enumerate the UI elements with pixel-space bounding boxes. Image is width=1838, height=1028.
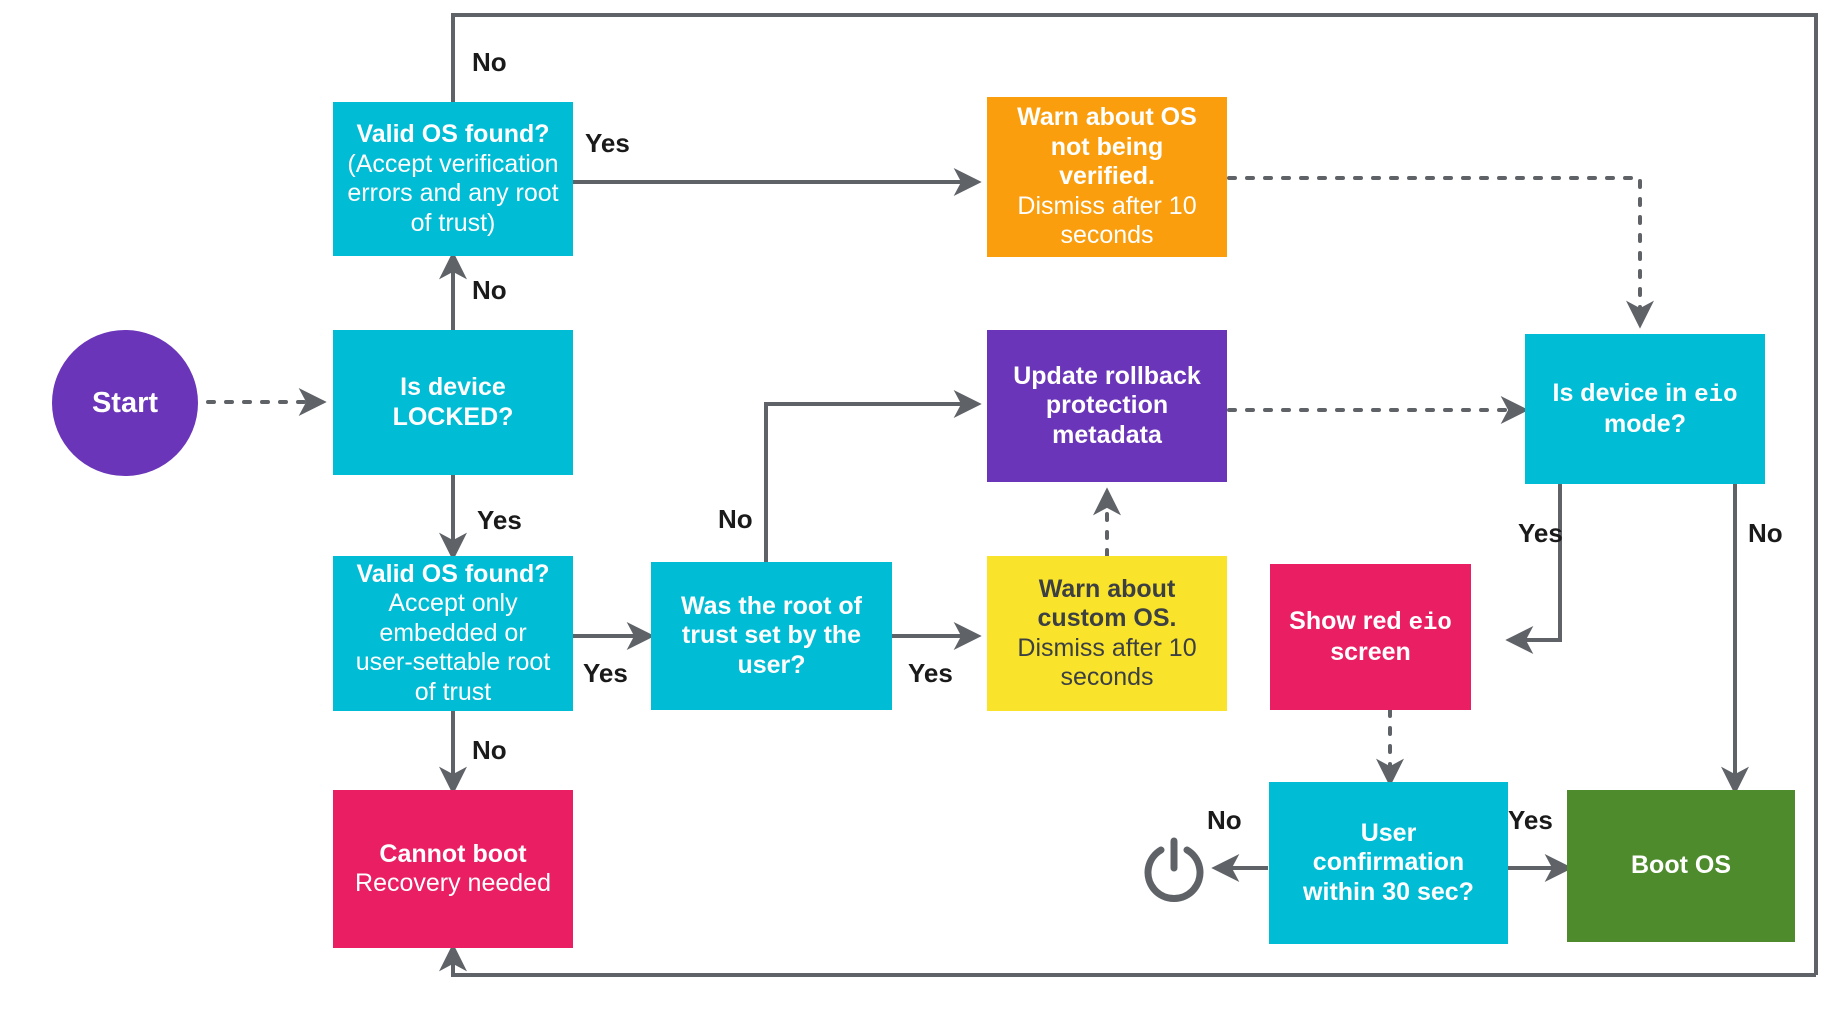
- valid-os-found-locked-line-1: Valid OS found?: [356, 559, 550, 588]
- show-red-eio-line-1: Show red eio: [1289, 607, 1452, 638]
- is-device-locked-node[interactable]: Is device LOCKED?: [333, 330, 573, 475]
- user-confirmation-line-3: within 30 sec?: [1303, 877, 1474, 906]
- valid-os-found-locked-node[interactable]: Valid OS found? Accept only embedded or …: [333, 556, 573, 711]
- edge-label-no-to-cannot-boot: No: [472, 735, 507, 765]
- is-device-eio-line-1: Is device in eio: [1553, 379, 1738, 410]
- edge-label-yes-to-boot-os: Yes: [1508, 805, 1553, 835]
- is-device-locked-line-2: LOCKED?: [392, 402, 514, 431]
- update-rollback-protection-metadata-node[interactable]: Update rollback protection metadata: [987, 330, 1227, 482]
- warn-os-not-verified-line-3: verified.: [1059, 162, 1155, 191]
- user-confirmation-line-2: confirmation: [1312, 848, 1465, 877]
- warn-os-not-verified-node[interactable]: Warn about OS not being verified. Dismis…: [987, 97, 1227, 257]
- edge-warn-os-to-eio: [1227, 176, 1654, 329]
- user-confirmation-node[interactable]: User confirmation within 30 sec?: [1269, 782, 1508, 944]
- show-red-text: Show red: [1289, 606, 1409, 635]
- power-off-glyph: [1144, 837, 1204, 902]
- valid-os-found-locked-line-5: of trust: [414, 677, 492, 706]
- warn-custom-os-line-3: Dismiss after 10: [1017, 633, 1197, 662]
- edge-label-yes-locked-to-valid-os: Yes: [477, 505, 522, 535]
- root-of-trust-set-by-user-node[interactable]: Was the root of trust set by the user?: [651, 562, 892, 710]
- edge-label-no-locked-to-valid-os: No: [472, 275, 507, 305]
- warn-os-not-verified-line-1: Warn about OS: [1017, 103, 1197, 132]
- warn-custom-os-line-4: seconds: [1060, 663, 1154, 691]
- valid-os-found-unlocked-line-2: (Accept verification: [347, 149, 559, 178]
- edge-label-no-to-update-rollback: No: [718, 504, 753, 534]
- edge-label-yes-to-root-of-trust: Yes: [583, 658, 628, 688]
- user-confirmation-line-1: User: [1360, 818, 1417, 847]
- power-off-icon: [1136, 832, 1212, 908]
- edge-eio-yes: [1505, 484, 1562, 654]
- is-device-eio-text: Is device in: [1552, 378, 1695, 407]
- is-device-eio-line-2: mode?: [1604, 409, 1686, 438]
- warn-custom-os-line-2: custom OS.: [1037, 604, 1177, 632]
- eio-keyword: eio: [1408, 609, 1452, 637]
- edge-root-of-trust-no: [764, 390, 982, 562]
- valid-os-found-unlocked-line-1: Valid OS found?: [356, 120, 550, 148]
- valid-os-found-locked-line-3: embedded or: [379, 618, 527, 647]
- update-rollback-line-1: Update rollback: [1013, 361, 1201, 390]
- warn-custom-os-line-1: Warn about: [1038, 574, 1176, 603]
- eio-keyword: eio: [1694, 381, 1738, 409]
- edge-label-no-loop-top: No: [472, 47, 507, 77]
- edge-label-no-to-power-off: No: [1207, 805, 1242, 835]
- boot-os-label: Boot OS: [1631, 851, 1731, 880]
- is-device-in-eio-mode-node[interactable]: Is device in eio mode?: [1525, 334, 1765, 484]
- update-rollback-line-2: protection: [1045, 391, 1169, 420]
- root-of-trust-line-2: trust set by the: [681, 621, 862, 650]
- valid-os-found-unlocked-line-3: errors and any root: [347, 179, 559, 207]
- root-of-trust-line-3: user?: [737, 650, 806, 679]
- start-node[interactable]: Start: [52, 330, 198, 476]
- warn-os-not-verified-line-5: seconds: [1060, 221, 1154, 250]
- cannot-boot-line-2: Recovery needed: [355, 869, 551, 897]
- show-red-eio-line-2: screen: [1330, 637, 1411, 666]
- boot-os-node[interactable]: Boot OS: [1567, 790, 1795, 942]
- edge-label-yes-to-warn-os: Yes: [585, 128, 630, 158]
- cannot-boot-line-1: Cannot boot: [379, 839, 527, 868]
- valid-os-found-locked-line-4: user-settable root: [355, 648, 551, 677]
- valid-os-found-locked-line-2: Accept only: [388, 589, 518, 618]
- edge-label-yes-to-show-red-eio: Yes: [1518, 518, 1563, 548]
- warn-os-not-verified-line-2: not being: [1050, 132, 1164, 161]
- warn-os-not-verified-line-4: Dismiss after 10: [1017, 191, 1197, 220]
- root-of-trust-line-1: Was the root of: [680, 591, 862, 620]
- edge-label-no-eio-to-boot-os: No: [1748, 518, 1783, 548]
- valid-os-found-unlocked-node[interactable]: Valid OS found? (Accept verification err…: [333, 102, 573, 256]
- is-device-locked-line-1: Is device: [400, 373, 506, 401]
- update-rollback-line-3: metadata: [1052, 420, 1162, 449]
- valid-os-found-unlocked-line-4: of trust): [410, 208, 496, 237]
- start-node-label: Start: [91, 386, 159, 419]
- show-red-eio-screen-node[interactable]: Show red eio screen: [1270, 564, 1471, 710]
- cannot-boot-node[interactable]: Cannot boot Recovery needed: [333, 790, 573, 948]
- edge-label-yes-to-warn-custom-os: Yes: [908, 658, 953, 688]
- edge-outer-loop-bottom: [439, 943, 1816, 977]
- warn-custom-os-node[interactable]: Warn about custom OS. Dismiss after 10 s…: [987, 556, 1227, 711]
